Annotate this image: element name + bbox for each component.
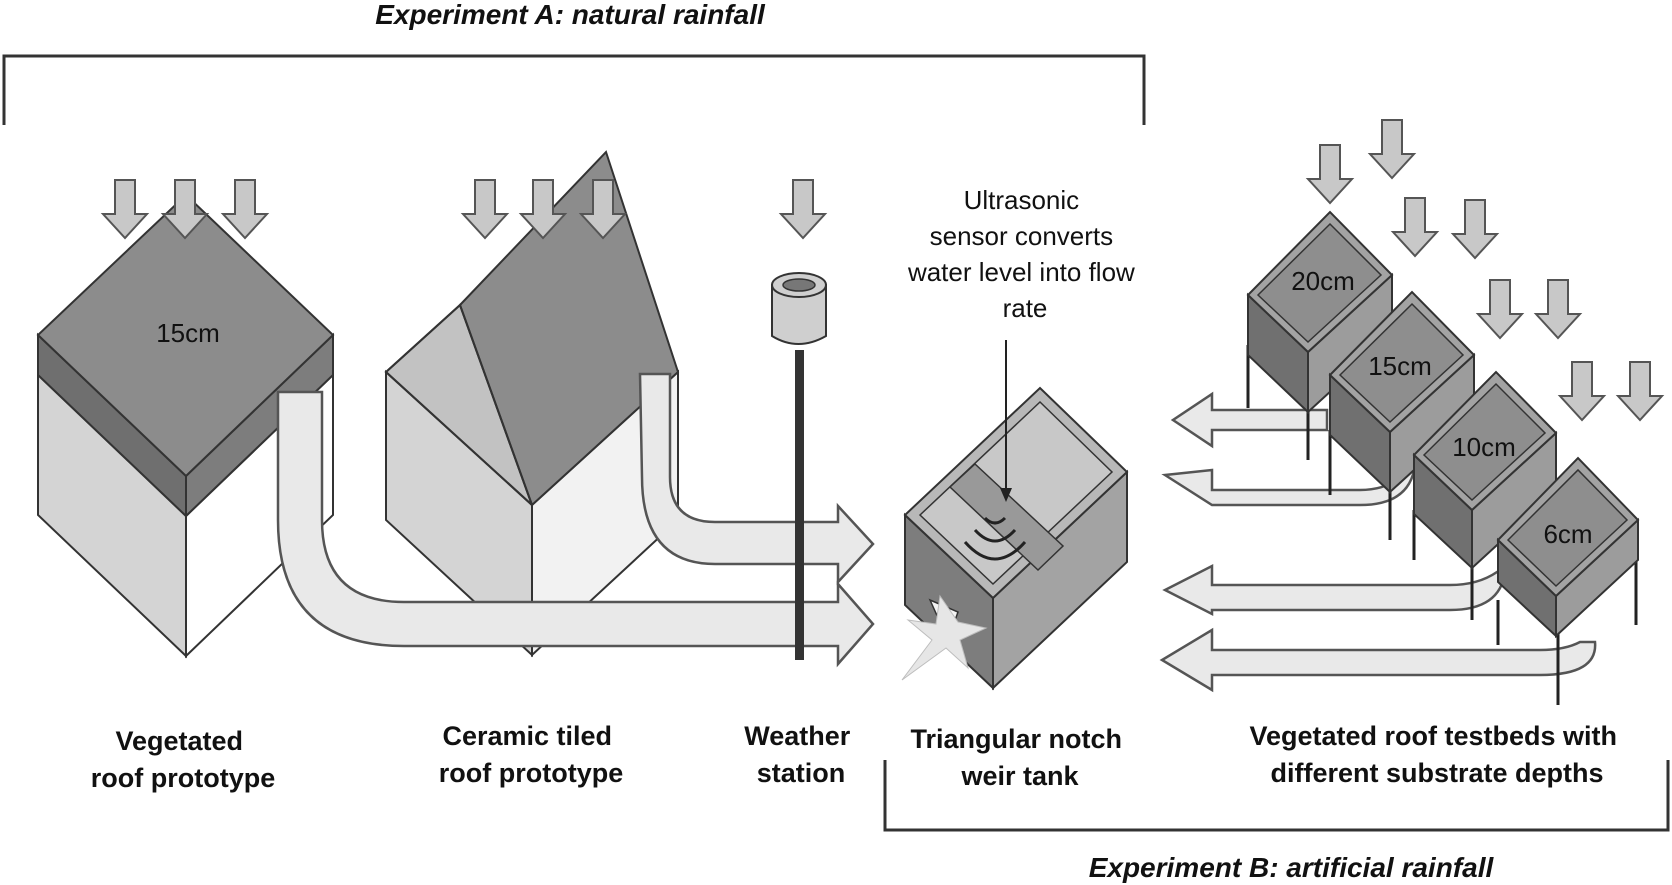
prototype-depth-label: 15cm [156, 318, 220, 348]
testbed-depth-3: 10cm [1452, 432, 1516, 462]
label-ceramic-prototype-line-1: Ceramic tiled [442, 721, 612, 751]
sensor-note-line-2: sensor converts [930, 221, 1114, 251]
label-testbeds-line-1: Vegetated roof testbeds with [1249, 721, 1617, 751]
testbed-depth-4: 6cm [1543, 519, 1592, 549]
label-weir-tank: Triangular notch weir tank [910, 724, 1129, 791]
label-weather-station-line-2: station [757, 758, 846, 788]
label-vegetated-prototype-line-1: Vegetated [115, 726, 243, 756]
label-testbeds-line-2: different substrate depths [1270, 758, 1603, 788]
label-weir-tank-line-1: Triangular notch [910, 724, 1122, 754]
testbed-15cm: 15cm [1328, 290, 1476, 540]
testbed-6cm: 6cm [1496, 456, 1640, 705]
flow-pipes [276, 372, 875, 668]
ultrasonic-waves-icon [963, 516, 1027, 561]
testbed-depth-1: 20cm [1291, 266, 1355, 296]
experiment-b-title: Experiment B: artificial rainfall [1089, 852, 1495, 883]
label-vegetated-prototype: Vegetated roof prototype [91, 726, 275, 793]
water-splash [901, 594, 988, 681]
label-weather-station: Weather station [744, 721, 858, 788]
testbed-depth-2: 15cm [1368, 351, 1432, 381]
label-ceramic-prototype: Ceramic tiled roof prototype [439, 721, 623, 788]
sensor-note-line-4: rate [1003, 293, 1048, 323]
testbed-10cm: 10cm [1412, 370, 1558, 620]
label-weir-tank-line-2: weir tank [960, 761, 1079, 791]
weather-station [771, 272, 827, 660]
sensor-note-line-3: water level into flow [907, 257, 1135, 287]
label-weather-station-line-1: Weather [744, 721, 851, 751]
experiment-a-bracket [2, 54, 1146, 125]
label-vegetated-prototype-line-2: roof prototype [91, 763, 275, 793]
experiment-a-title: Experiment A: natural rainfall [375, 0, 766, 30]
label-testbeds: Vegetated roof testbeds with different s… [1249, 721, 1624, 788]
experiment-b-bracket [883, 760, 1670, 832]
label-ceramic-prototype-line-2: roof prototype [439, 758, 623, 788]
weir-tank [901, 340, 1129, 691]
testbeds: 20cm 15cm 10cm [1159, 210, 1640, 705]
sensor-note-line-1: Ultrasonic [964, 185, 1080, 215]
sensor-note: Ultrasonic sensor converts water level i… [907, 185, 1142, 323]
